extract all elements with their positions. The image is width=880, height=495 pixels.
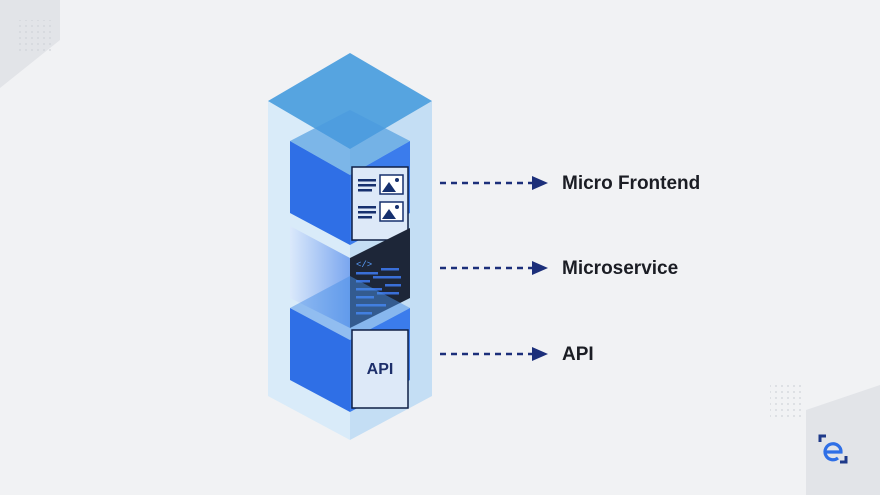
e-logo-icon bbox=[818, 434, 848, 464]
api-label-icon: API bbox=[351, 329, 409, 409]
arrow-head-icon bbox=[532, 347, 548, 361]
label-micro-frontend: Micro Frontend bbox=[562, 173, 701, 194]
label-api: API bbox=[562, 344, 594, 365]
corner-decoration-top-left bbox=[0, 0, 60, 88]
connector-microservice bbox=[440, 261, 548, 275]
block-api: API bbox=[290, 276, 410, 412]
api-face-text: API bbox=[367, 361, 394, 378]
block-micro-frontend bbox=[290, 110, 410, 245]
connector-api bbox=[440, 347, 548, 361]
connector-micro-frontend bbox=[440, 176, 548, 190]
arrow-head-icon bbox=[532, 176, 548, 190]
tower-top-face bbox=[268, 53, 432, 149]
label-microservice: Microservice bbox=[562, 258, 679, 279]
image-document-icon bbox=[351, 166, 409, 241]
arrow-head-icon bbox=[532, 261, 548, 275]
code-tag: </> bbox=[356, 260, 372, 270]
corner-decoration-bottom-right bbox=[770, 383, 880, 495]
